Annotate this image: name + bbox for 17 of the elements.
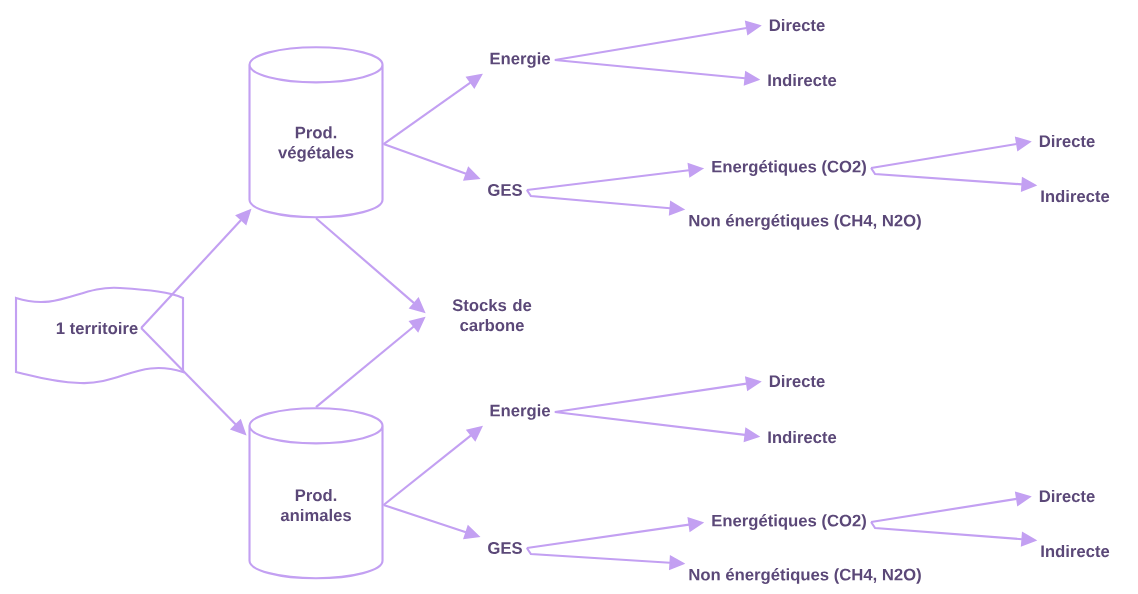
node-label: Directe <box>769 18 825 32</box>
node-label: Energie <box>490 52 550 68</box>
node-label: Energétiques (CO2) <box>712 160 866 176</box>
node-label: Energie <box>490 404 550 420</box>
node-label: Non énergétiques (CH4, N2O) <box>689 214 921 230</box>
node-label: GES <box>488 184 522 196</box>
node-label: Directe <box>769 374 825 388</box>
node-label: Indirecte <box>768 430 837 444</box>
node-label: Indirecte <box>1041 189 1110 203</box>
node-label: Indirecte <box>1041 544 1110 558</box>
node-label: GES <box>488 542 522 554</box>
node-label: Directe <box>1039 134 1095 148</box>
node-label: Indirecte <box>768 73 837 87</box>
node-label: Energétiques (CO2) <box>712 514 866 530</box>
node-label: Non énergétiques (CH4, N2O) <box>689 568 921 584</box>
node-label: Stocks de carbone <box>452 298 532 332</box>
node-label: Directe <box>1039 489 1095 503</box>
